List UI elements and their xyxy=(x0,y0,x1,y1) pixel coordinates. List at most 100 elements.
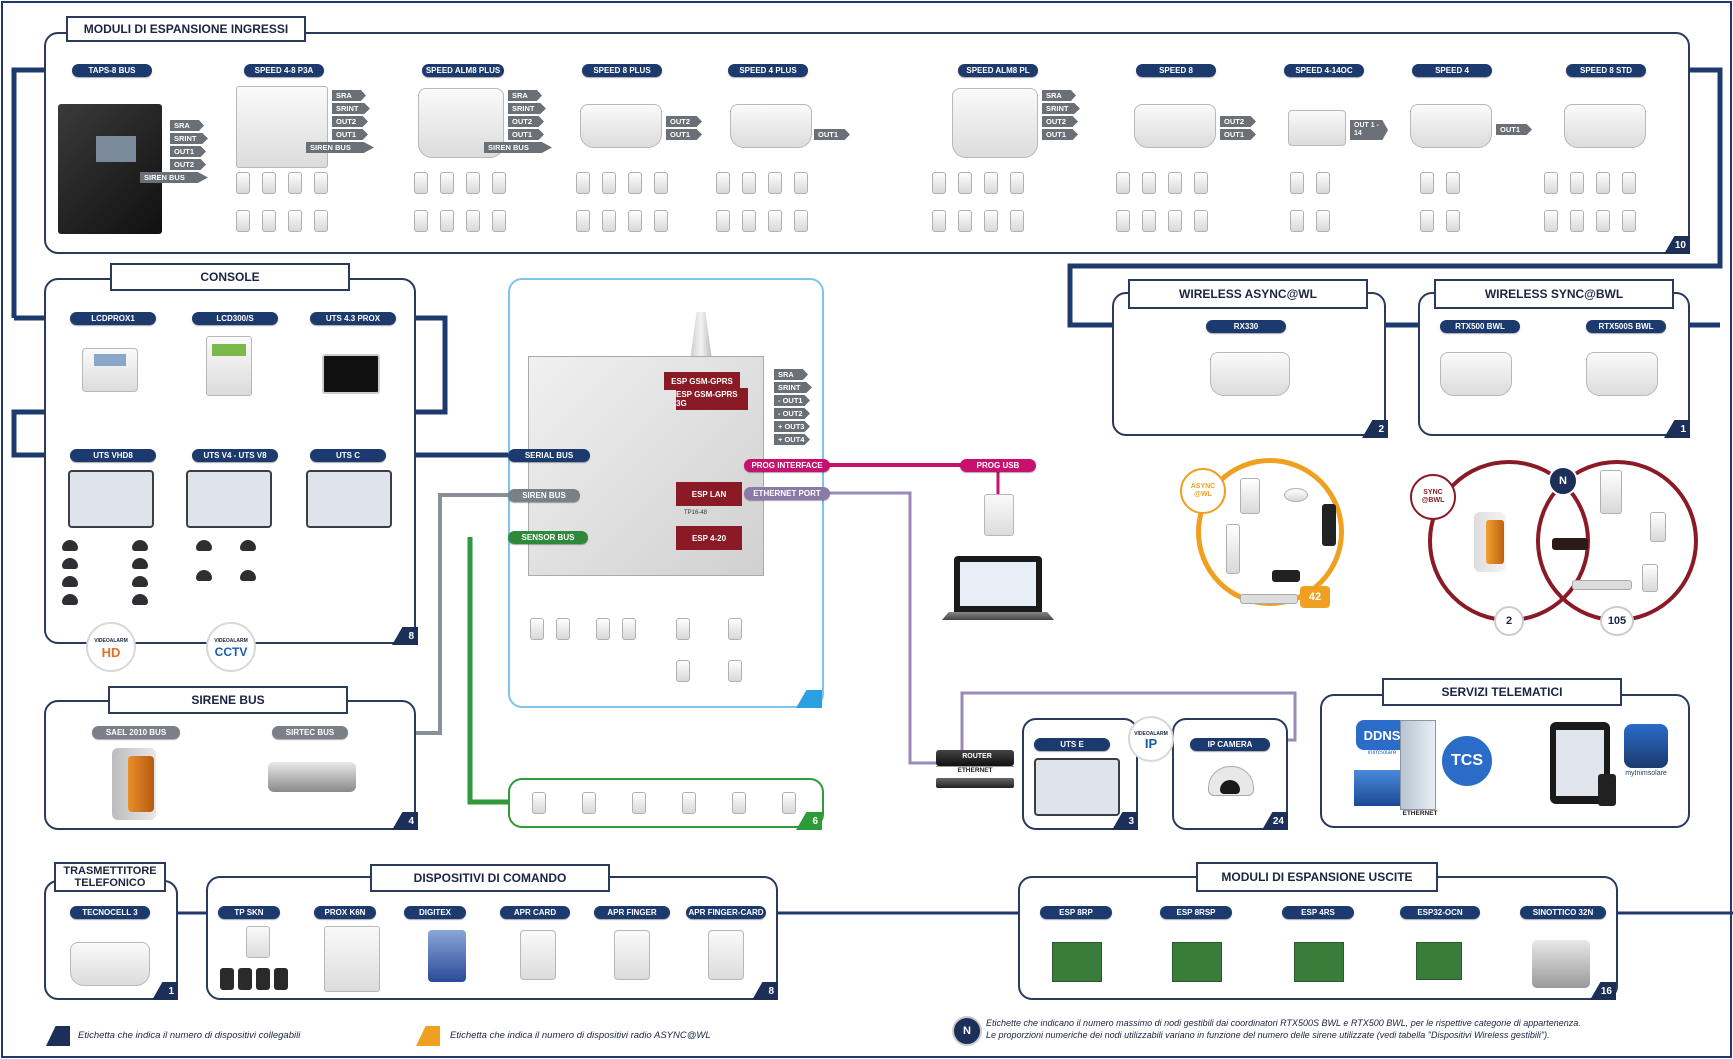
input-sensor-icon xyxy=(236,210,250,232)
speed-4-plus-image xyxy=(730,104,812,148)
ip-camera-lens xyxy=(1220,780,1240,794)
async-contact-image xyxy=(1240,594,1298,604)
input-sensor-icon xyxy=(1596,172,1610,194)
async-badge: ASYNC @WL xyxy=(1180,468,1226,514)
out1-output: OUT1 xyxy=(1042,129,1078,140)
input-module-tag: SPEED 8 STD xyxy=(1566,64,1646,77)
plus-out4-output: + OUT4 xyxy=(774,434,810,445)
sync-count-right: 105 xyxy=(1600,606,1634,636)
input-sensor-icon xyxy=(440,210,454,232)
legend-nodes-line1: Etichette che indicano il numero massimo… xyxy=(986,1018,1581,1028)
input-sensor-icon xyxy=(314,210,328,232)
input-sensor-icon xyxy=(1446,172,1460,194)
input-sensor-icon xyxy=(1168,210,1182,232)
input-sensor-icon xyxy=(654,210,668,232)
input-sensor-icon xyxy=(1316,210,1330,232)
sirens-panel xyxy=(44,700,416,830)
out1-14-output: OUT 1 - 14 xyxy=(1350,120,1388,140)
input-sensor-icon xyxy=(1622,172,1636,194)
esp-gsm-gprs-3g-module: ESP GSM-GPRS 3G xyxy=(676,388,748,410)
router-ethernet-label: ETHERNET xyxy=(936,766,1014,777)
sensor-bus-tag: SENSOR BUS xyxy=(508,531,588,544)
uts-c-image xyxy=(306,470,392,528)
console-device-tag: LCDPROX1 xyxy=(70,312,156,325)
esp-4rs-board-image xyxy=(1294,942,1344,982)
sirtec-siren-image xyxy=(268,762,356,792)
out2-output: OUT2 xyxy=(170,159,206,170)
prog-usb-interface-image xyxy=(984,494,1014,536)
input-sensor-icon xyxy=(628,172,642,194)
srint-output: SRINT xyxy=(508,103,546,114)
sync-count-left: 2 xyxy=(1494,606,1524,636)
input-sensor-icon xyxy=(958,210,972,232)
esp-4-20-module: ESP 4-20 xyxy=(676,526,742,550)
ddns-logo: DDNS xyxy=(1356,720,1408,750)
sra-output: SRA xyxy=(1042,90,1076,101)
input-module-tag: SPEED 8 PLUS xyxy=(582,64,662,77)
input-sensor-icon xyxy=(1290,172,1304,194)
input-sensor-icon xyxy=(768,210,782,232)
n-badge: N xyxy=(1548,466,1578,496)
siren-bus-output: SIREN BUS xyxy=(306,142,374,153)
digitex-keypad-image xyxy=(428,930,466,982)
legend-devices-text: Etichetta che indica il numero di dispos… xyxy=(78,1030,301,1041)
input-sensor-icon xyxy=(1596,210,1610,232)
proximity-key-icon xyxy=(256,968,270,990)
input-sensor-icon xyxy=(1570,210,1584,232)
out1-output: OUT1 xyxy=(666,129,702,140)
dome-camera-icon xyxy=(62,576,78,587)
videoalarm-ip-badge: VIDEOALARM IP xyxy=(1128,716,1174,762)
input-sensor-icon xyxy=(1168,172,1182,194)
tablet-display xyxy=(1556,730,1604,796)
async-panel-title: WIRELESS ASYNC@WL xyxy=(1128,279,1368,309)
output-module-tag: ESP 8RSP xyxy=(1160,906,1232,919)
input-sensor-icon xyxy=(1290,210,1304,232)
siren-device-tag: SAEL 2010 BUS xyxy=(92,726,180,739)
input-sensor-icon xyxy=(1446,210,1460,232)
input-sensor-icon xyxy=(576,172,590,194)
laptop-base-image xyxy=(942,612,1054,620)
sync-siren-lens xyxy=(1486,520,1504,564)
out2-output: OUT2 xyxy=(508,116,544,127)
input-sensor-icon xyxy=(742,210,756,232)
dome-camera-icon xyxy=(132,540,148,551)
video-device-tag: UTS V4 - UTS V8 xyxy=(192,449,278,462)
central-sensor-icon xyxy=(728,660,742,682)
proximity-key-icon xyxy=(220,968,234,990)
output-module-tag: SINOTTICO 32N xyxy=(1520,906,1606,919)
sync-badge: SYNC @BWL xyxy=(1410,474,1456,520)
async-barrier-image xyxy=(1322,504,1336,546)
sirens-panel-title: SIRENE BUS xyxy=(108,686,348,714)
lcd300s-display xyxy=(212,344,246,356)
switch-image xyxy=(936,778,1014,788)
input-sensor-icon xyxy=(1570,172,1584,194)
siren-bus-output: SIREN BUS xyxy=(484,142,552,153)
input-module-tag: SPEED 4-14OC xyxy=(1284,64,1364,77)
input-module-tag: TAPS-8 BUS xyxy=(72,64,152,77)
speed-8-image xyxy=(1134,104,1216,148)
async-curtain-image xyxy=(1226,524,1240,574)
sync-sensor-image xyxy=(1600,470,1622,514)
rtx500s-bwl-image xyxy=(1586,352,1658,396)
out1-output: OUT1 xyxy=(1220,129,1256,140)
input-sensor-icon xyxy=(576,210,590,232)
async-device-tag: RX330 xyxy=(1206,320,1286,333)
out2-output: OUT2 xyxy=(332,116,368,127)
app-label: myInimsolare xyxy=(1625,770,1667,777)
minus-out1-output: - OUT1 xyxy=(774,395,810,406)
srint-output: SRINT xyxy=(1042,103,1080,114)
input-sensor-icon xyxy=(1420,172,1434,194)
taps8-cabinet-image xyxy=(58,104,162,234)
speed-4-image xyxy=(1410,104,1492,148)
bus-sensor-icon xyxy=(732,792,746,814)
dome-camera-icon xyxy=(62,594,78,605)
input-sensor-icon xyxy=(262,172,276,194)
videoalarm-hd-label: HD xyxy=(101,645,121,660)
prog-interface-tag: PROG INTERFACE xyxy=(744,459,830,472)
input-sensor-icon xyxy=(1116,172,1130,194)
lcdprox1-display xyxy=(94,354,126,366)
input-sensor-icon xyxy=(466,172,480,194)
input-sensor-icon xyxy=(1010,210,1024,232)
videoalarm-ip-caption: VIDEOALARM xyxy=(1134,731,1168,737)
